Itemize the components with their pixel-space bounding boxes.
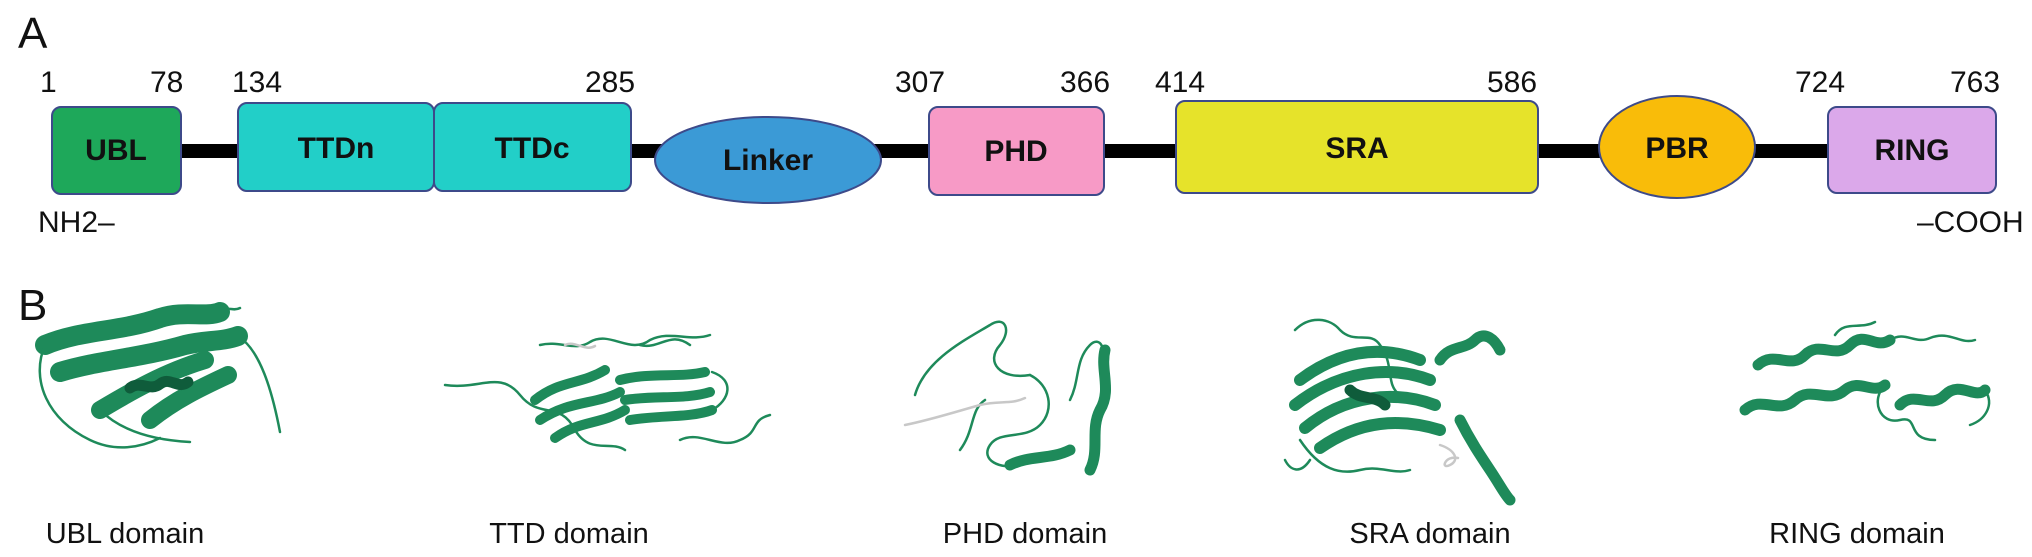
domain-linker-label: Linker [723, 144, 813, 177]
domain-ubl-label: UBL [85, 134, 147, 167]
domain-ttdc-label: TTDc [495, 132, 570, 165]
ubl-structure-icon [35, 302, 282, 449]
domain-ring: RING [1827, 106, 1997, 194]
domain-sra: SRA [1175, 100, 1539, 194]
domain-ttdc-shape [433, 102, 632, 192]
domain-pbr: PBR [1598, 95, 1756, 199]
domain-ubl-shape [51, 106, 182, 195]
caption-sra: SRA domain [1349, 518, 1510, 550]
domain-sra-shape [1175, 100, 1539, 194]
domain-ubl: UBL [51, 106, 182, 195]
panel-label-b: B [18, 281, 47, 330]
domain-ttdn-label: TTDn [298, 132, 375, 165]
c-terminus-label: –COOH [1917, 206, 2024, 239]
panel-label-a: A [18, 9, 48, 58]
domain-phd-shape [928, 106, 1105, 196]
domain-phd: PHD [928, 106, 1105, 196]
position-586: 586 [1487, 66, 1537, 99]
position-763: 763 [1950, 66, 2000, 99]
position-366: 366 [1060, 66, 1110, 99]
position-134: 134 [232, 66, 282, 99]
domain-linker-shape [654, 116, 882, 204]
n-terminus-label: NH2– [38, 206, 115, 239]
domain-pbr-shape [1598, 95, 1756, 199]
ring-structure-icon [1739, 320, 1991, 442]
ttd-structure-icon [443, 333, 772, 452]
position-307: 307 [895, 66, 945, 99]
position-1: 1 [40, 66, 57, 99]
domain-pbr-label: PBR [1645, 132, 1709, 165]
domain-ring-shape [1827, 106, 1997, 194]
position-414: 414 [1155, 66, 1205, 99]
domain-ttdc: TTDc [433, 102, 632, 192]
position-numbers: 1 78 134 285 307 366 414 586 724 763 [40, 66, 2000, 99]
caption-ttd: TTD domain [489, 518, 649, 550]
domain-phd-label: PHD [984, 135, 1047, 168]
position-285: 285 [585, 66, 635, 99]
caption-ring: RING domain [1769, 518, 1945, 550]
position-724: 724 [1795, 66, 1845, 99]
domain-sra-label: SRA [1325, 132, 1388, 165]
domain-ttdn: TTDn [237, 102, 435, 192]
domain-ring-label: RING [1875, 134, 1950, 167]
caption-ubl: UBL domain [46, 518, 205, 550]
sra-structure-icon [1283, 318, 1516, 506]
position-78: 78 [150, 66, 183, 99]
domain-linker: Linker [654, 116, 882, 204]
phd-structure-icon [903, 320, 1112, 476]
caption-phd: PHD domain [943, 518, 1107, 550]
